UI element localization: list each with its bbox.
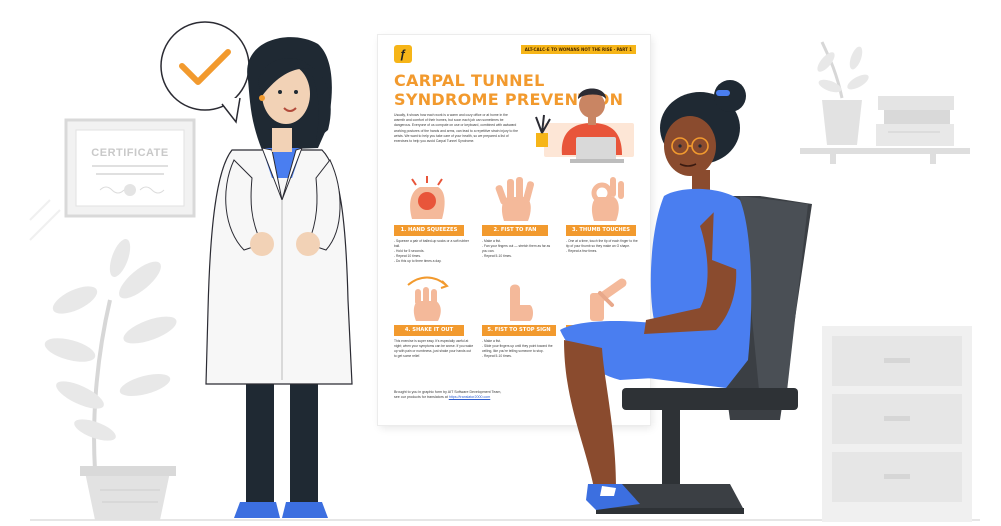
certificate-label: CERTIFICATE	[91, 147, 169, 159]
cabinet-right	[822, 326, 972, 522]
poster: ƒ ALT-CALC-E TO WOMANS NOT THE RISE · PA…	[378, 35, 650, 425]
poster-logo-icon: ƒ	[394, 45, 412, 63]
exercise-3-heading: 3. THUMB TOUCHES	[566, 225, 636, 236]
fist-to-fan-icon	[495, 177, 535, 221]
exercise-5-heading: 5. FIST TO STOP SIGN	[482, 325, 556, 336]
fist-to-stop-icon	[510, 284, 533, 321]
poster-footer-link[interactable]: https://translator2000.com	[448, 395, 491, 400]
poster-footer-line-2: see our products for translators at http…	[394, 395, 594, 400]
poster-footer: Brought to you in graphic form by AIT So…	[394, 390, 594, 401]
exercise-4-heading: 4. SHAKE IT OUT	[394, 325, 464, 336]
exercise-4-text: This exercise is super easy. It's especi…	[394, 339, 474, 358]
shelf-right	[800, 41, 970, 164]
exercise-3-text: - One at a time, touch the tip of each f…	[566, 239, 638, 253]
exercise-6-heading: 6. WRIST FLEX	[566, 325, 636, 336]
shake-hand-icon	[407, 276, 449, 321]
poster-footer-line-2-text: see our products for translators at	[394, 395, 448, 400]
plant-left	[44, 239, 177, 520]
exercise-5-text: - Make a fist. - Slide your fingers up u…	[482, 339, 553, 358]
exercise-2-text: - Make a fist. - Fan your fingers out — …	[482, 239, 551, 258]
thumb-touch-icon	[591, 177, 624, 221]
poster-title-line-1: CARPAL TUNNEL	[394, 71, 545, 90]
hand-squeeze-icon	[410, 176, 445, 219]
poster-footer-line-1: Brought to you in graphic form by AIT So…	[394, 390, 502, 394]
wrist-flex-icon	[590, 278, 627, 321]
poster-intro: Usually, it shows how each work is a war…	[394, 113, 519, 144]
exercise-1-text: - Squeeze a pair of balled-up socks or a…	[394, 239, 469, 263]
poster-hero-illustration	[535, 88, 634, 163]
certificate-frame	[64, 118, 196, 218]
exercise-2-heading: 2. FIST TO FAN	[482, 225, 548, 236]
exercise-1-heading: 1. HAND SQUEEZES	[394, 225, 464, 236]
poster-tag: ALT-CALC-E TO WOMANS NOT THE RISE · PART…	[520, 45, 636, 54]
